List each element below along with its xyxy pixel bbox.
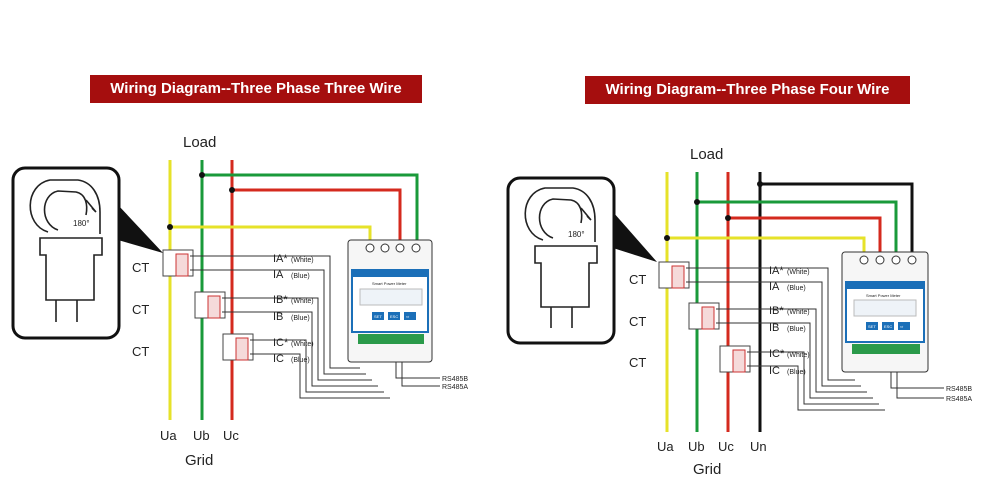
left-tap-c (232, 188, 402, 242)
right-meter-esc-button (882, 322, 894, 330)
left-meter-label: Smart Power Meter (372, 281, 407, 286)
left-phase-ua: Ua (160, 428, 177, 443)
right-phase-uc: Uc (718, 439, 734, 454)
left-ct-label-c: CT (132, 344, 149, 359)
left-meter-set-button (372, 312, 384, 320)
right-rs485b: RS485B (946, 386, 972, 393)
right-ct-label-a: CT (629, 272, 646, 287)
left-wire-ib-star-note: (White) (291, 298, 314, 305)
left-ct-c (222, 333, 254, 361)
right-tap-c (728, 216, 882, 254)
right-grid-label: Grid (693, 461, 721, 478)
right-phase-un: Un (750, 439, 767, 454)
right-phase-ub: Ub (688, 439, 705, 454)
right-rs485a: RS485A (946, 396, 972, 403)
left-wire-ib-star: IB* (273, 294, 288, 306)
right-wire-ib-star-note: (White) (787, 309, 810, 316)
left-wire-ib-note: (Blue) (291, 315, 310, 322)
svg-text:ESC: ESC (390, 314, 398, 319)
right-wire-ia-star: IA* (769, 265, 784, 277)
svg-text:⇨: ⇨ (900, 324, 904, 329)
left-wire-ia: IA (273, 269, 284, 281)
left-tap-a (170, 225, 372, 242)
right-diagram: 180° Load CT CT CT (506, 146, 972, 478)
right-diagram-title: Wiring Diagram--Three Phase Four Wire (585, 76, 910, 104)
right-wire-ia: IA (769, 281, 780, 293)
svg-text:ESC: ESC (884, 324, 892, 329)
left-power-meter: Smart Power Meter SET ESC ⇨ (347, 239, 433, 363)
right-wire-ia-note: (Blue) (787, 285, 806, 292)
left-meter-esc-button (388, 312, 400, 320)
left-wire-ic: IC (273, 353, 284, 365)
left-ct-a (162, 249, 194, 277)
left-ct-label-a: CT (132, 260, 149, 275)
left-phase-uc: Uc (223, 428, 239, 443)
left-ct-clamp-icon (29, 179, 103, 322)
right-wire-ib: IB (769, 322, 779, 334)
right-ct-wires (686, 267, 944, 411)
right-phase-ua: Ua (657, 439, 674, 454)
right-angle-label: 180° (568, 230, 585, 239)
left-meter-display (359, 288, 423, 306)
right-meter-terminal-block (852, 344, 920, 354)
right-ct-label-c: CT (629, 355, 646, 370)
right-load-label: Load (690, 146, 723, 163)
left-phase-ub: Ub (193, 428, 210, 443)
left-ct-label-b: CT (132, 302, 149, 317)
left-diagram: 180° Load CT CT CT (11, 134, 468, 469)
left-tap-b (202, 173, 419, 242)
left-angle-label: 180° (73, 219, 90, 228)
right-wire-ib-star: IB* (769, 305, 784, 317)
right-meter-label: Smart Power Meter (866, 293, 901, 298)
right-callout-pointer (613, 212, 657, 262)
left-load-label: Load (183, 134, 216, 151)
right-tap-n (760, 182, 914, 254)
right-power-meter: Smart Power Meter SET ESC ⇨ (841, 251, 929, 373)
left-wire-ia-star: IA* (273, 253, 288, 265)
right-tap-a (667, 236, 866, 254)
left-grid-label: Grid (185, 452, 213, 469)
svg-text:SET: SET (374, 314, 382, 319)
left-wire-ic-star: IC* (273, 337, 289, 349)
svg-text:SET: SET (868, 324, 876, 329)
left-wire-ia-note: (Blue) (291, 273, 310, 280)
svg-text:⇨: ⇨ (406, 314, 410, 319)
right-tap-b (697, 200, 898, 254)
right-meter-next-button (898, 322, 910, 330)
right-wire-ia-star-note: (White) (787, 269, 810, 276)
right-ct-c (719, 345, 751, 373)
right-ct-b (688, 302, 720, 330)
left-ct-wires (190, 255, 440, 399)
left-wire-ia-star-note: (White) (291, 257, 314, 264)
left-rs485b: RS485B (442, 376, 468, 383)
left-ct-clamp-callout: 180° (11, 166, 163, 340)
right-wire-ic-note: (Blue) (787, 369, 806, 376)
right-wire-ic: IC (769, 365, 780, 377)
left-diagram-title: Wiring Diagram--Three Phase Three Wire (90, 75, 422, 103)
left-meter-terminal-block (358, 334, 424, 344)
right-ct-a (658, 261, 690, 289)
left-ct-b (194, 291, 226, 319)
right-wire-ic-star: IC* (769, 348, 785, 360)
right-wire-ic-star-note: (White) (787, 352, 810, 359)
left-rs485a: RS485A (442, 384, 468, 391)
left-wire-ic-star-note: (White) (291, 341, 314, 348)
right-meter-set-button (866, 322, 878, 330)
right-wire-ib-note: (Blue) (787, 326, 806, 333)
left-meter-next-button (404, 312, 416, 320)
left-wire-ic-note: (Blue) (291, 357, 310, 364)
left-callout-pointer (118, 205, 163, 253)
right-ct-clamp-callout: 180° (506, 176, 657, 345)
right-ct-clamp-icon (524, 187, 598, 328)
left-wire-ib: IB (273, 311, 283, 323)
right-ct-label-b: CT (629, 314, 646, 329)
right-meter-display (853, 299, 917, 317)
